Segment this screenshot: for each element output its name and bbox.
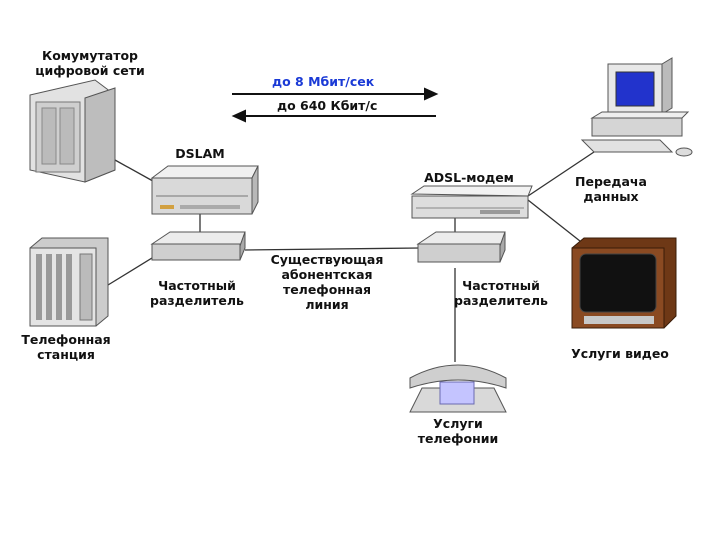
upstream-arrowhead xyxy=(231,109,246,123)
dslam-label: DSLAM xyxy=(175,146,225,161)
upstream-rate-label: до 640 Кбит/с xyxy=(277,98,378,113)
adsl-modem-label: ADSL-модем xyxy=(424,170,514,185)
phone-station-label: Телефонная станция xyxy=(21,332,111,362)
adsl-modem-icon xyxy=(410,185,533,219)
downstream-rate-label: до 8 Мбит/сек xyxy=(272,74,375,89)
video-label: Услуги видео xyxy=(571,346,669,361)
splitter-right-icon xyxy=(416,231,506,263)
splitter-right-label: Частотный разделитель xyxy=(454,278,548,308)
link-modem-pc xyxy=(527,147,601,197)
switch-cabinet-icon xyxy=(29,79,116,183)
splitter-left-icon xyxy=(150,231,246,261)
switch-label: Комумутатор цифровой сети xyxy=(35,48,145,78)
data-transfer-label: Передача данных xyxy=(575,174,647,204)
dslam-icon xyxy=(150,165,259,215)
telephony-label: Услуги телефонии xyxy=(417,416,499,446)
subscriber-line-label: Существующая абонентская телефонная лини… xyxy=(270,252,384,312)
connections xyxy=(107,147,601,362)
link-modem-tv xyxy=(527,199,586,246)
telephone-icon xyxy=(409,364,507,413)
rate-arrows xyxy=(231,87,439,123)
splitter-left-label: Частотный разделитель xyxy=(150,278,244,308)
phone-station-icon xyxy=(29,237,109,327)
computer-icon xyxy=(580,57,693,157)
tv-icon xyxy=(571,237,677,329)
subscriber-line xyxy=(244,247,421,251)
downstream-arrowhead xyxy=(424,87,439,101)
